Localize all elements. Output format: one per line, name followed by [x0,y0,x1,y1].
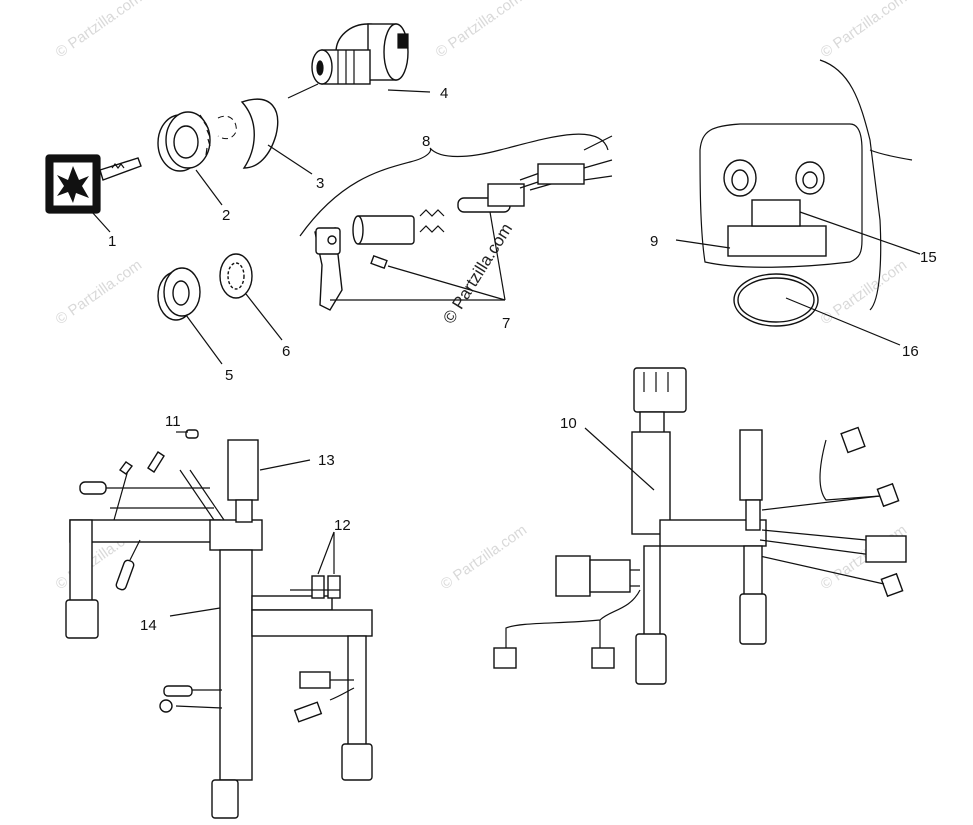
part-lock-washer [219,253,283,341]
callout-6: 6 [282,343,290,360]
callout-15: 15 [920,249,937,266]
watermark-center: © Partzilla.com [439,220,516,327]
part-bezel-nut [157,111,223,206]
callout-10: 10 [560,415,577,432]
part-dash-panel [675,59,921,346]
callout-16: 16 [902,343,919,360]
part-sub-harness [65,429,373,819]
watermark: © Partzilla.com [818,0,911,61]
callout-1: 1 [108,233,116,250]
part-ignition-switch [287,23,431,99]
callout-7: 7 [502,315,510,332]
part-nut [157,267,223,365]
part-main-harness [493,367,907,685]
callout-14: 14 [140,617,157,634]
callout-5: 5 [225,367,233,384]
part-key [45,154,142,233]
watermark: © Partzilla.com [53,0,146,61]
callout-8: 8 [422,133,430,150]
watermark: © Partzilla.com [818,256,911,328]
callout-2: 2 [222,207,230,224]
callout-12: 12 [334,517,351,534]
callout-9: 9 [650,233,658,250]
watermark: © Partzilla.com [53,256,146,328]
part-spacer [217,98,313,175]
watermark: © Partzilla.com [438,521,531,593]
watermark: © Partzilla.com [433,0,526,61]
callout-11: 11 [165,413,181,430]
callout-3: 3 [316,175,324,192]
callout-4: 4 [440,85,448,102]
part-kill-switch-assembly [299,133,613,311]
callouts: 1 2 3 4 5 6 7 8 9 10 11 12 13 14 15 16 [108,85,937,634]
callout-13: 13 [318,452,335,469]
